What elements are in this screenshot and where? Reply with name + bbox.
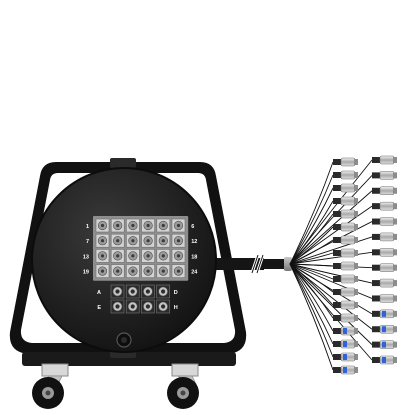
- xlr-return-connector: [156, 284, 170, 299]
- input-tail-connector: [372, 186, 397, 196]
- return-label-left: E: [97, 305, 101, 311]
- xlr-input-socket: [126, 249, 140, 263]
- xlr-return-connector: [156, 299, 170, 314]
- row-label-left: 13: [83, 254, 89, 260]
- xlr-input-socket: [156, 218, 171, 233]
- input-tail-connector: [372, 155, 397, 165]
- input-tail-connector: [333, 261, 358, 271]
- xlr-return-connector: [125, 284, 140, 299]
- input-tail-connector: [372, 294, 397, 303]
- return-tail-connector: [372, 324, 397, 334]
- input-tail-connector: [372, 201, 397, 211]
- input-tail-connector: [333, 157, 358, 167]
- input-tail-connector: [333, 235, 358, 245]
- row-label-left: 19: [83, 270, 89, 276]
- drum-lock-knob: [116, 332, 132, 348]
- return-tail-connector: [333, 365, 358, 375]
- xlr-input-socket: [95, 249, 110, 263]
- return-label-right: H: [174, 305, 178, 311]
- input-tail-connector: [333, 287, 358, 297]
- row-label-right: 18: [191, 254, 197, 260]
- xlr-return-connector: [110, 284, 125, 299]
- xlr-input-socket: [126, 264, 140, 278]
- xlr-return-connector: [141, 284, 155, 299]
- xlr-input-socket: [110, 249, 125, 263]
- xlr-input-socket: [171, 249, 186, 263]
- xlr-return-connector: [125, 299, 140, 314]
- row-label-right: 12: [191, 239, 197, 245]
- input-tail-connector: [333, 170, 358, 180]
- xlr-input-socket: [141, 264, 155, 278]
- return-tail-connector: [372, 309, 397, 319]
- input-tail-connector: [372, 263, 397, 272]
- input-tail-connector: [333, 300, 358, 310]
- input-tail-connector: [333, 183, 358, 193]
- return-tail-connector: [372, 340, 397, 349]
- return-tail-connector: [372, 355, 397, 365]
- xlr-input-socket: [171, 264, 186, 278]
- trunk-cable: [250, 254, 290, 274]
- xlr-input-socket: [156, 233, 171, 248]
- input-tail-connector: [372, 278, 397, 288]
- input-tail-connector: [333, 196, 358, 206]
- fanout-tails: [284, 155, 397, 375]
- row-label-right: 24: [191, 270, 198, 276]
- xlr-input-socket: [141, 218, 155, 233]
- xlr-return-connector: [110, 299, 125, 314]
- input-tail-connector: [333, 313, 358, 323]
- row-label-right: 6: [191, 224, 194, 230]
- return-tail-connector: [333, 339, 358, 349]
- return-label-left: A: [97, 290, 101, 296]
- row-label-left: 1: [86, 224, 89, 230]
- input-tail-connector: [372, 171, 397, 180]
- xlr-input-socket: [126, 233, 140, 248]
- xlr-input-socket: [156, 264, 171, 278]
- frame-top-clamp: [110, 158, 136, 168]
- return-tail-connector: [333, 352, 358, 362]
- return-tail-connector: [333, 326, 358, 336]
- return-label-right: D: [174, 290, 178, 296]
- xlr-input-socket: [95, 233, 110, 248]
- xlr-return-connector: [141, 299, 155, 314]
- input-tail-connector: [333, 274, 358, 284]
- input-tail-connector: [372, 217, 397, 226]
- input-tail-connector: [333, 248, 358, 258]
- frame-bottom-rail: [22, 352, 236, 366]
- xlr-input-socket: [156, 249, 171, 263]
- xlr-input-socket: [126, 218, 140, 233]
- connector-panel: 1 7 13 19 6 12 18 24A E D H: [83, 216, 198, 314]
- xlr-input-socket: [110, 264, 125, 278]
- xlr-input-socket: [171, 233, 186, 248]
- xlr-input-socket: [95, 218, 110, 233]
- caster-wheel-left: [32, 363, 69, 409]
- row-label-left: 7: [86, 239, 89, 245]
- xlr-input-socket: [95, 264, 110, 278]
- input-tail-connector: [372, 232, 397, 242]
- xlr-input-socket: [110, 233, 125, 248]
- input-tail-connector: [372, 248, 397, 257]
- xlr-input-socket: [141, 233, 155, 248]
- fanout-hub: [284, 257, 292, 271]
- xlr-input-socket: [110, 218, 125, 233]
- input-tail-connector: [333, 222, 358, 232]
- caster-wheel-right: [167, 363, 199, 409]
- input-tail-connector: [333, 209, 358, 219]
- xlr-input-socket: [141, 249, 155, 263]
- xlr-input-socket: [171, 218, 186, 233]
